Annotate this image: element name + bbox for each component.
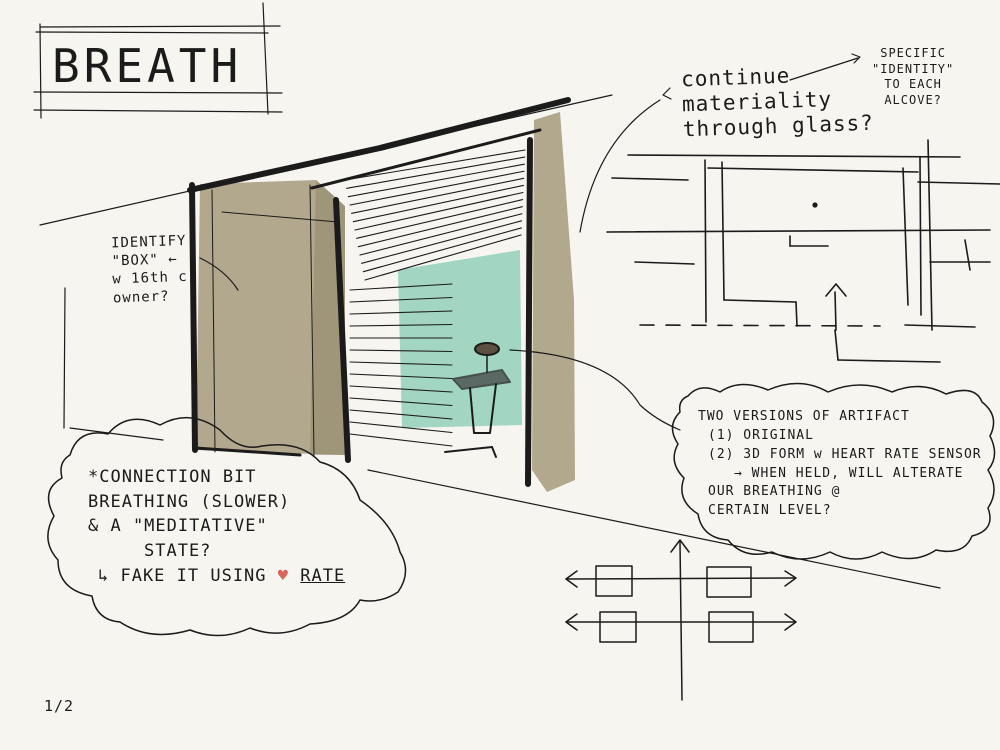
slat-line [352, 178, 524, 213]
note-line: (2) 3D FORM w HEART RATE SENSOR [698, 446, 982, 465]
page-number: 1/2 [44, 698, 74, 715]
slat-line [345, 150, 525, 180]
elevation-sketch [607, 140, 1000, 362]
note-line: OUR BREATHING @ [698, 483, 982, 502]
note-line: CERTAIN LEVEL? [698, 502, 982, 521]
identify-box-note: IDENTIFY "BOX" ← w 16th c. owner? [111, 232, 198, 308]
heart-icon: ♥ [278, 566, 289, 586]
note-line: SPECIFIC [872, 46, 954, 62]
note-line: ALCOVE? [872, 93, 954, 109]
glass-panel [398, 250, 522, 428]
slat-line [357, 200, 523, 239]
note-line: → WHEN HELD, WILL ALTERATE [698, 465, 982, 484]
note-line: TWO VERSIONS OF ARTIFACT [698, 408, 982, 427]
note-line: BREATHING (SLOWER) [88, 490, 345, 515]
slat-line [350, 434, 452, 446]
note-line: w 16th c. [112, 268, 197, 289]
note-fragment: ↳ FAKE IT USING [98, 566, 278, 586]
artifact-versions-note: TWO VERSIONS OF ARTIFACT (1) ORIGINAL (2… [698, 408, 982, 521]
note-line: TO EACH [872, 77, 954, 93]
note-line: & A "MEDITATIVE" [88, 514, 345, 539]
axis-diagram [566, 540, 796, 700]
connection-note: *CONNECTION BIT BREATHING (SLOWER) & A "… [88, 465, 345, 588]
note-line: ↳ FAKE IT USING ♥ RATE [88, 564, 345, 589]
slat-line [350, 171, 524, 205]
note-fragment: RATE [300, 566, 345, 586]
materiality-question: continue materiality through glass? [681, 61, 875, 143]
note-line: "IDENTITY" [872, 62, 954, 78]
sketch-title: BREATH [52, 40, 242, 93]
note-line: STATE? [88, 539, 345, 564]
slat-line [355, 193, 523, 231]
note-line: *CONNECTION BIT [88, 465, 345, 490]
note-line: (1) ORIGINAL [698, 427, 982, 446]
note-line: owner? [113, 286, 198, 307]
identity-question: SPECIFIC "IDENTITY" TO EACH ALCOVE? [872, 46, 954, 108]
note-line: IDENTIFY [111, 232, 196, 253]
slat-line [348, 164, 524, 197]
